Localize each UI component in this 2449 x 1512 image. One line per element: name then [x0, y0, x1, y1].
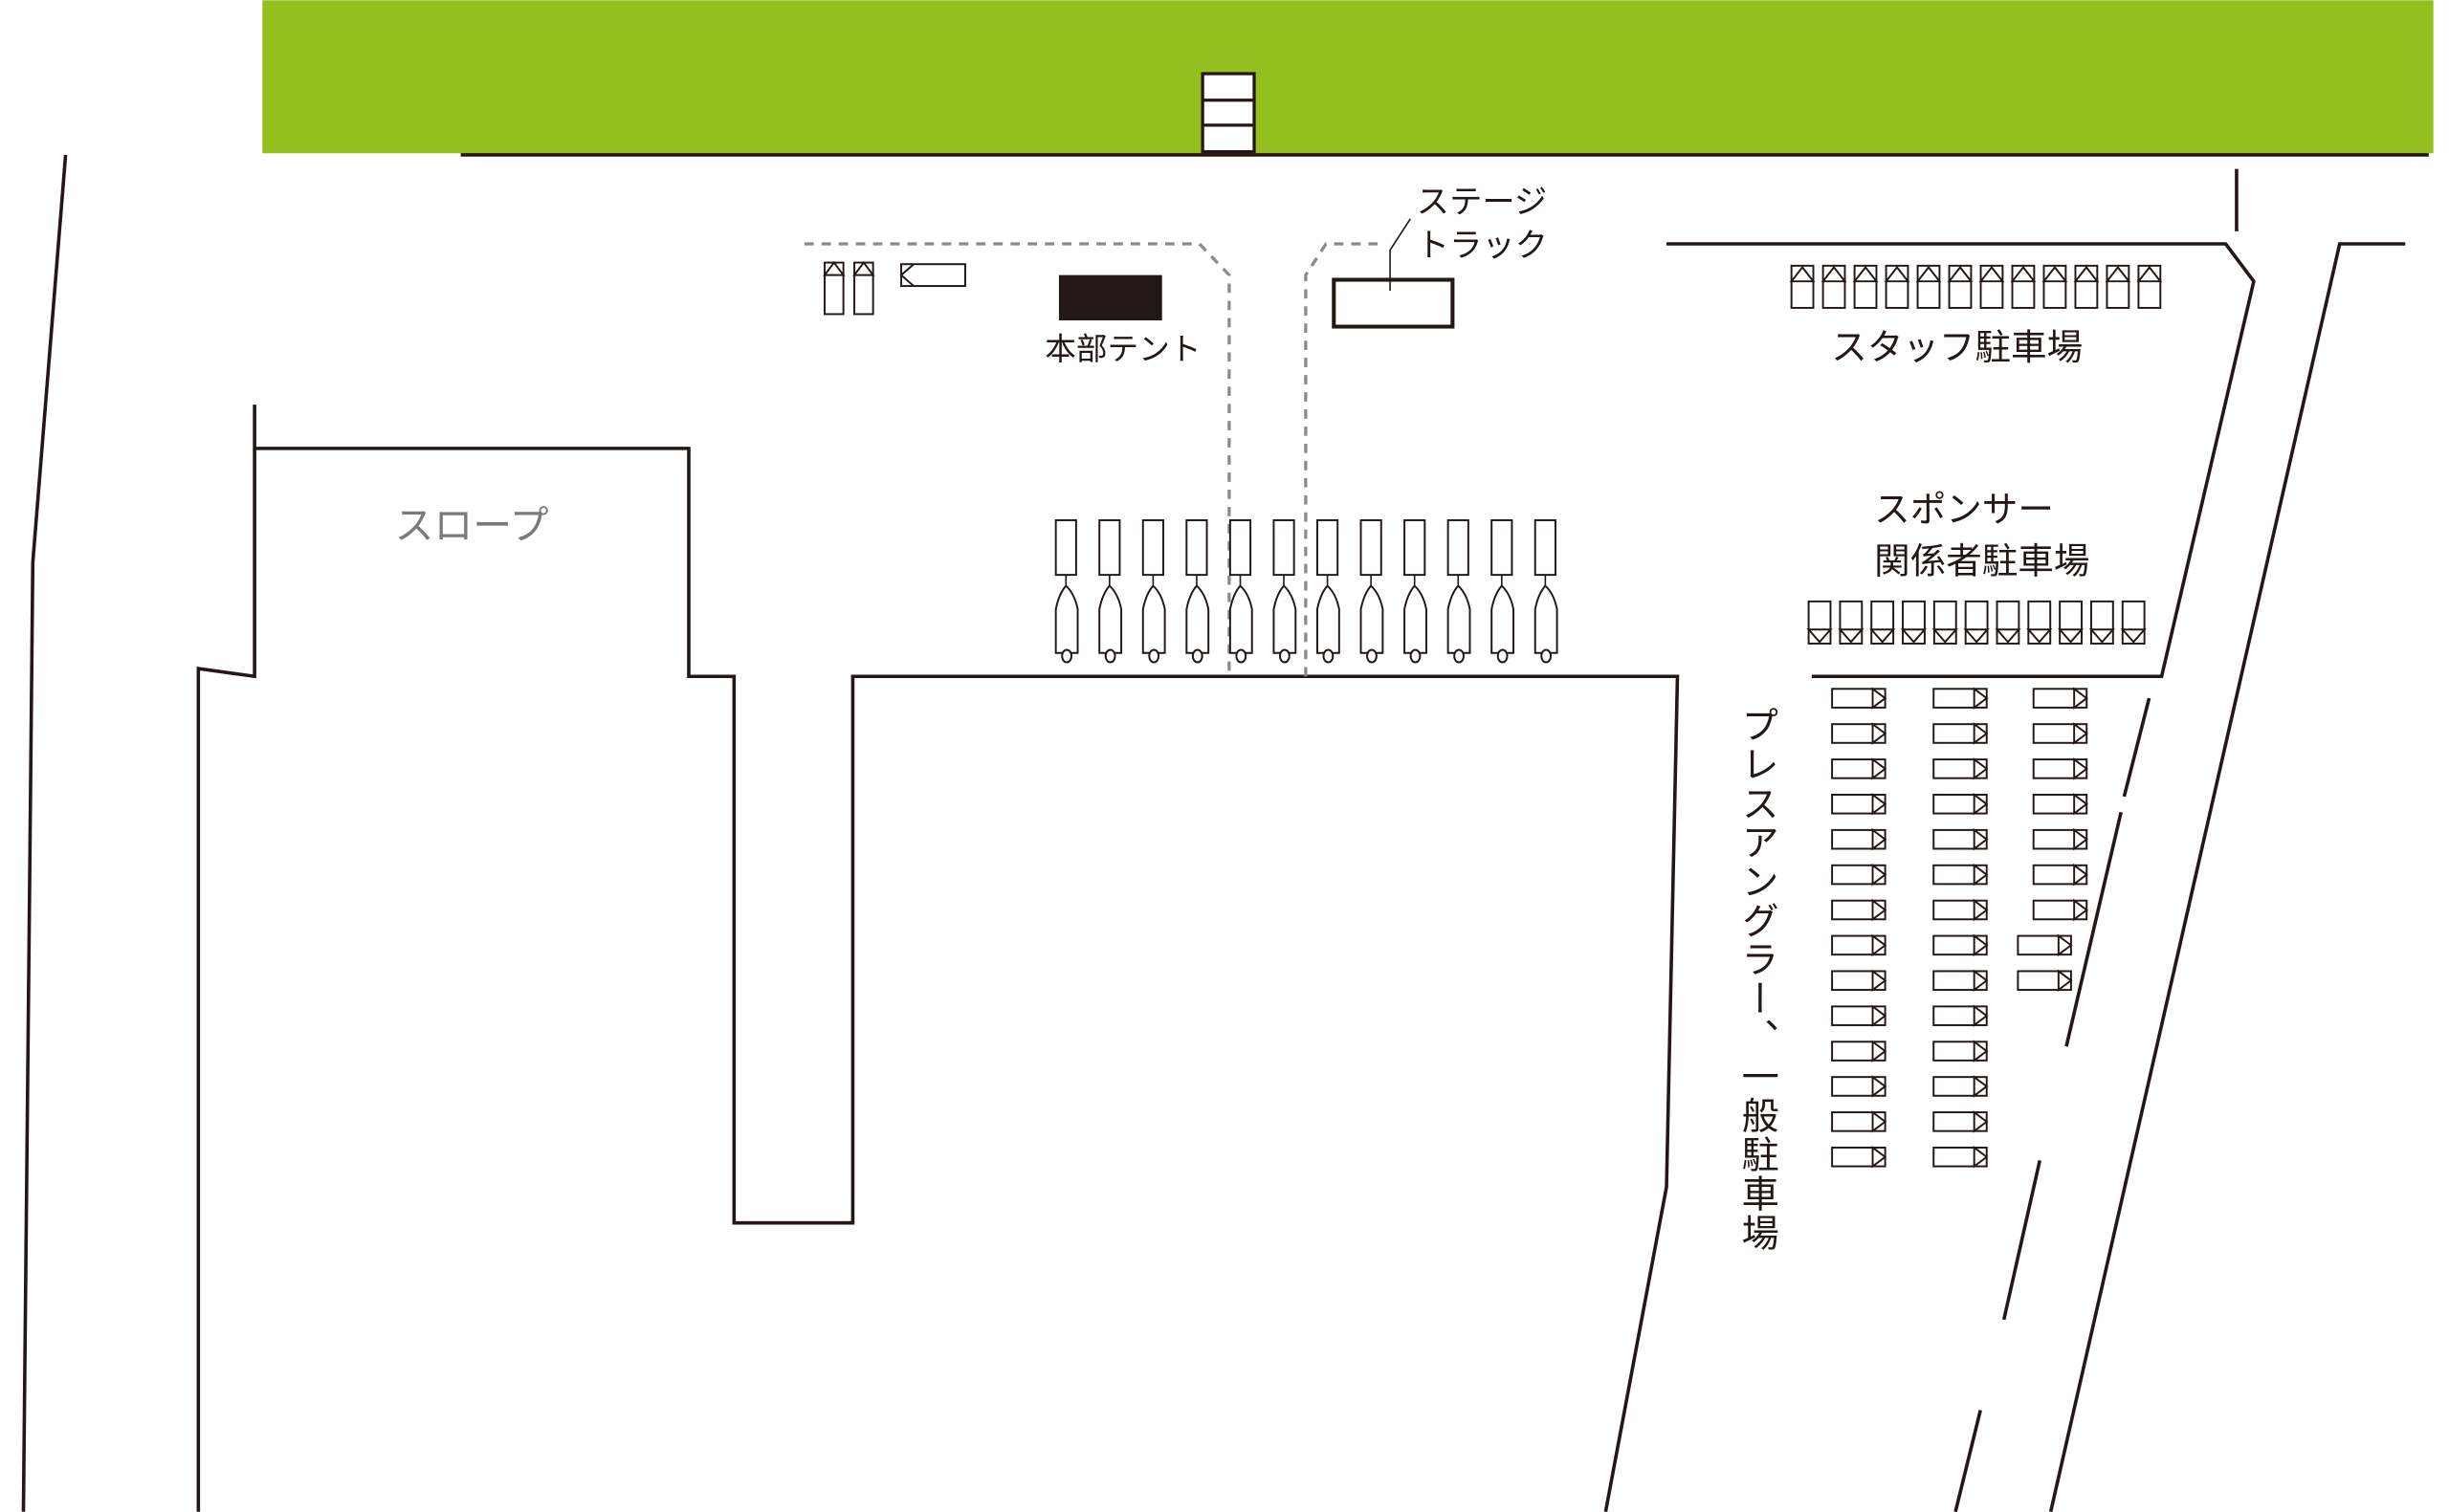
parking-space [1932, 1040, 1989, 1063]
parking-space [1838, 600, 1864, 645]
parking-space [2073, 264, 2100, 309]
sponsor-parking-label-1: スポンサー [1874, 489, 2054, 531]
parking-space [1831, 898, 1887, 922]
parking-space [1831, 687, 1887, 710]
building-outline-left [196, 448, 256, 1512]
parking-space [1831, 933, 1887, 957]
press-parking-label: プレスアングラー、一般駐車場 [1735, 706, 1778, 1252]
parking-space [1831, 969, 1887, 993]
sponsor-parking-label-2: 関係者駐車場 [1874, 539, 2089, 581]
parking-space [1932, 687, 1989, 710]
green-field [262, 0, 2434, 154]
left-road-edge [21, 154, 68, 1512]
building-outline [253, 405, 1680, 1512]
parking-space [2017, 933, 2073, 957]
boat [1054, 518, 1079, 664]
boat [1098, 518, 1123, 664]
parking-space [2032, 827, 2088, 851]
parking-space [1932, 898, 1989, 922]
boat [1490, 518, 1515, 664]
stage-truck-label-2: トラック [1417, 227, 1548, 265]
parking-space [2105, 264, 2131, 309]
parking-space [1932, 722, 1989, 745]
press-parking-spaces [1831, 687, 2088, 1169]
boat [1533, 518, 1558, 664]
parking-space [1932, 933, 1989, 957]
walkway-left [804, 242, 1231, 677]
stage-truck-label-1: ステージ [1417, 183, 1547, 221]
parking-space [2032, 863, 2088, 887]
boat [1228, 518, 1253, 664]
parking-space [1932, 757, 1989, 780]
boat [1272, 518, 1297, 664]
parking-space [1831, 793, 1887, 816]
parking-space [1932, 827, 1989, 851]
boat [1359, 518, 1384, 664]
road-center-dashes [1953, 697, 2151, 1512]
parking-space [1869, 600, 1896, 645]
parking-space [1931, 600, 1958, 645]
parking-space [1789, 264, 1816, 309]
parking-space [2120, 600, 2147, 645]
parking-space [1932, 793, 1989, 816]
parking-space [2032, 898, 2088, 922]
staff-parking-spaces [1789, 264, 2163, 309]
boat [1141, 518, 1166, 664]
parking-space [1932, 1146, 1989, 1169]
hq-tent [1058, 274, 1162, 320]
parking-space [1932, 1075, 1989, 1098]
parking-space [1820, 264, 1847, 309]
parking-space [1884, 264, 1910, 309]
parking-space [1900, 600, 1928, 645]
parking-space [1831, 1146, 1887, 1169]
parking-space [2041, 264, 2068, 309]
parking-space [2026, 600, 2053, 645]
parking-space [1831, 1110, 1887, 1133]
parking-space [1963, 600, 1990, 645]
parking-space [2032, 722, 2088, 745]
slope-label: スロープ [395, 503, 549, 549]
parking-space [1932, 1110, 1989, 1133]
boat [1446, 518, 1471, 664]
parking-space [2017, 969, 2073, 993]
sponsor-parking-spaces [1806, 600, 2147, 645]
right-road-edge [2048, 242, 2406, 1512]
stage-truck-leader [1389, 218, 1411, 291]
parking-space [2032, 793, 2088, 816]
small-vehicles [823, 260, 966, 316]
staff-parking-label: スタッフ駐車場 [1831, 326, 2083, 368]
parking-space [2010, 264, 2037, 309]
gate-ladder [1201, 72, 1256, 154]
staff-parking-edge [1666, 242, 2256, 679]
parking-space [1831, 863, 1887, 887]
parking-space [1915, 264, 1942, 309]
walkway-right [1304, 242, 1378, 677]
parking-space [1831, 1004, 1887, 1027]
parking-space [1932, 1004, 1989, 1027]
parking-space [2032, 757, 2088, 780]
parking-space [2032, 687, 2088, 710]
parking-space [1852, 264, 1879, 309]
parking-space [1831, 827, 1887, 851]
parking-space [1831, 1075, 1887, 1098]
parking-space [1831, 757, 1887, 780]
parking-space [1995, 600, 2021, 645]
boat [1403, 518, 1427, 664]
parking-space [2136, 264, 2163, 309]
hq-tent-label: 本部テント [1045, 331, 1201, 367]
parking-space [1932, 863, 1989, 887]
parking-space [1932, 969, 1989, 993]
parking-space [2057, 600, 2085, 645]
boat [1185, 518, 1210, 664]
parking-space [1947, 264, 1974, 309]
parking-space [1978, 264, 2005, 309]
parking-space [1831, 722, 1887, 745]
parking-space [1831, 1040, 1887, 1063]
parking-space [1806, 600, 1833, 645]
stage-truck [1332, 277, 1455, 329]
boat-row [1054, 518, 1558, 664]
boat [1316, 518, 1340, 664]
parking-space [2088, 600, 2115, 645]
